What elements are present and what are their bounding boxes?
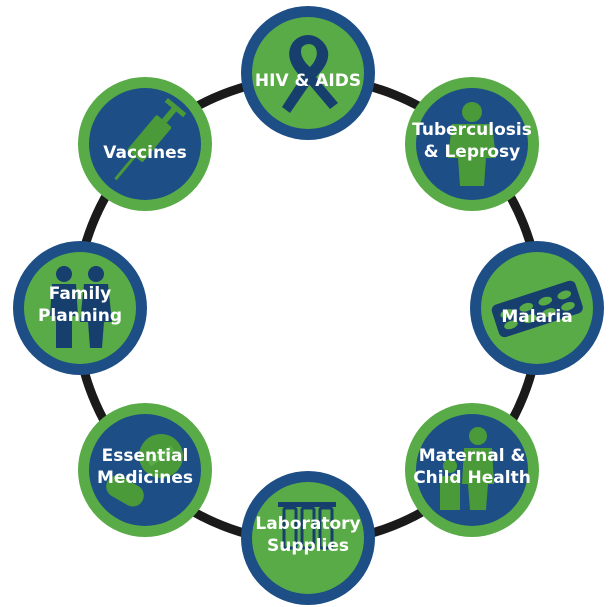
node-label-line: Tuberculosis xyxy=(412,120,532,140)
nodes-layer: HIV & AIDS Tuberculosis& LeprosyMalariaMa… xyxy=(13,6,604,605)
node-label-line: Laboratory xyxy=(255,514,360,534)
test-tubes-icon xyxy=(278,502,336,550)
node-vaccines: Vaccines xyxy=(78,77,212,211)
node-label: Tuberculosis& Leprosy xyxy=(412,120,532,162)
pills-icon xyxy=(106,434,183,507)
node-label-line: Malaria xyxy=(501,307,572,327)
node-label: HIV & AIDS xyxy=(255,71,361,91)
node-label-line: Supplies xyxy=(267,536,349,556)
node-label-line: Maternal & xyxy=(419,446,526,466)
node-label: Vaccines xyxy=(103,143,186,163)
node-label: Malaria xyxy=(501,307,572,327)
pill-pack-icon xyxy=(491,280,583,338)
couple-icon xyxy=(50,266,112,348)
mother-child-icon xyxy=(440,427,494,510)
syringe-icon xyxy=(114,97,187,181)
node-tuberculosis-leprosy: Tuberculosis& Leprosy xyxy=(405,77,539,211)
node-label-line: Medicines xyxy=(97,468,193,488)
node-label-line: Child Health xyxy=(413,468,531,488)
node-maternal-child-health: Maternal &Child Health xyxy=(405,403,539,537)
node-label-line: HIV & AIDS xyxy=(255,71,361,91)
node-label-line: Family xyxy=(49,284,112,304)
awareness-ribbon-icon xyxy=(282,35,338,113)
node-label-line: Essential xyxy=(102,446,189,466)
lungs-figure-icon xyxy=(448,102,496,186)
node-label: Maternal &Child Health xyxy=(413,446,531,488)
node-label-line: & Leprosy xyxy=(424,142,521,162)
node-label-line: Planning xyxy=(38,306,122,326)
node-malaria: Malaria xyxy=(470,241,604,375)
node-label-line: Vaccines xyxy=(103,143,186,163)
node-inner-disc xyxy=(252,482,364,594)
node-hiv-aids: HIV & AIDS xyxy=(241,6,375,140)
node-inner-disc xyxy=(24,252,136,364)
